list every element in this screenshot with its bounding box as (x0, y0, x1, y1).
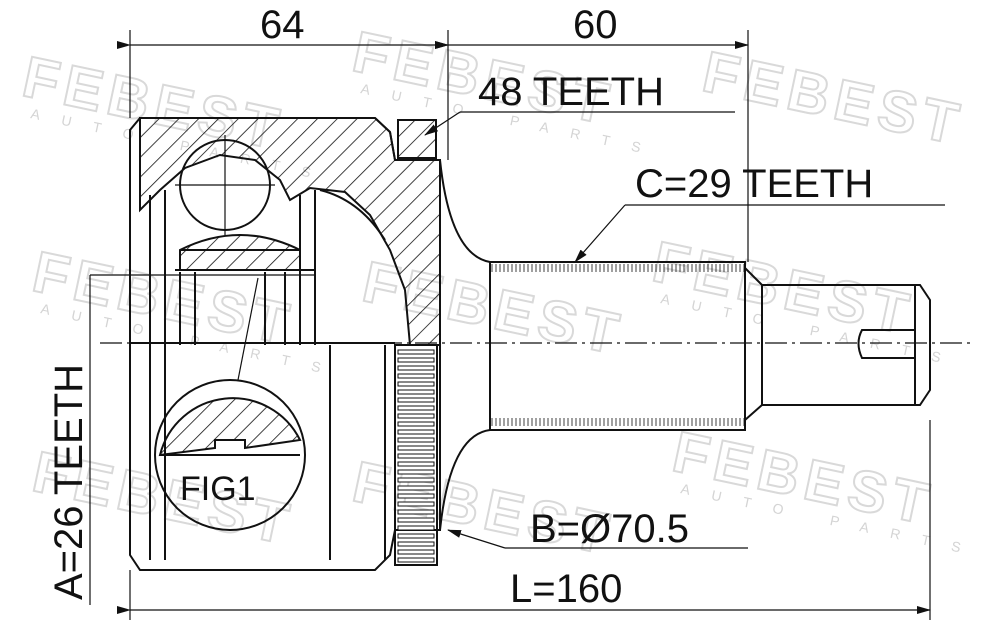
detail-label: FIG1 (180, 470, 256, 508)
watermark-brand: FEBEST (697, 39, 970, 158)
tone-ring-teeth (397, 349, 435, 563)
tone-ring-tooth (397, 461, 435, 467)
tone-ring-tooth (397, 509, 435, 515)
shaft (439, 159, 931, 531)
tone-ring-tooth (397, 421, 435, 427)
dim-right-width: 60 (435, 3, 749, 262)
length-label: L=160 (510, 567, 622, 611)
tone-ring-tooth (397, 389, 435, 395)
tone-ring (394, 344, 438, 566)
tone-ring-tooth (397, 525, 435, 531)
tone-ring-tooth (397, 453, 435, 459)
tone-ring-tooth (397, 373, 435, 379)
diameter-label: B=Ø70.5 (530, 507, 689, 551)
tone-ring-tooth (397, 493, 435, 499)
tone-ring-tooth (397, 357, 435, 363)
tone-ring-tooth (397, 445, 435, 451)
callout-inner-teeth: A=26 TEETH (47, 274, 315, 605)
ball (175, 135, 275, 235)
tone-ring-tooth (397, 517, 435, 523)
tone-ring-tooth (397, 405, 435, 411)
outer-spline (397, 119, 437, 159)
tone-ring-tooth (397, 541, 435, 547)
callout-outer-teeth: 48 TEETH (424, 70, 735, 136)
tone-ring-tooth (397, 349, 435, 355)
tone-ring-tooth (397, 533, 435, 539)
dim-left-width-label: 64 (260, 3, 305, 47)
tone-ring-tooth (397, 365, 435, 371)
inner-teeth-label: A=26 TEETH (47, 364, 91, 600)
callout-diameter: B=Ø70.5 (447, 507, 748, 551)
housing (129, 117, 441, 571)
tone-ring-tooth (397, 381, 435, 387)
detail-fig1: FIG1 (154, 277, 306, 531)
tone-ring-tooth (397, 549, 435, 555)
dim-left-width: 64 (117, 3, 449, 160)
tone-ring-tooth (397, 485, 435, 491)
shaft-teeth-label: C=29 TEETH (635, 162, 873, 206)
tone-ring-tooth (397, 413, 435, 419)
dim-length: L=160 (117, 420, 931, 620)
dim-right-width-label: 60 (573, 3, 618, 47)
tone-ring-tooth (397, 437, 435, 443)
outer-teeth-label: 48 TEETH (478, 70, 664, 114)
shaft-spline (491, 264, 745, 426)
tone-ring-tooth (397, 469, 435, 475)
tone-ring-tooth (397, 557, 435, 563)
tone-ring-tooth (397, 397, 435, 403)
tone-ring-tooth (397, 501, 435, 507)
callout-shaft-teeth: C=29 TEETH (574, 162, 945, 263)
tone-ring-tooth (397, 477, 435, 483)
tone-ring-tooth (397, 429, 435, 435)
